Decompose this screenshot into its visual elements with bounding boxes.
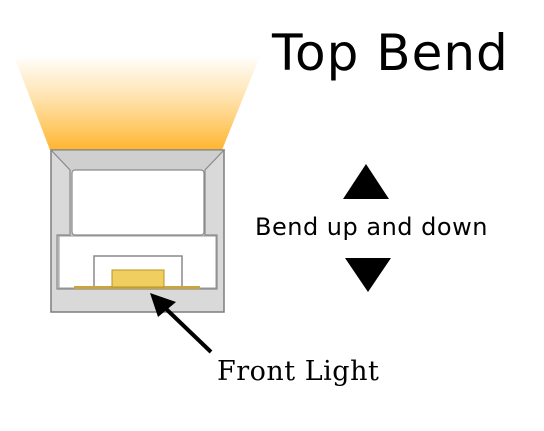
- diagram-title: Top Bend: [272, 24, 509, 82]
- neon-profile: [49, 149, 226, 313]
- arrow-pointer-icon: [150, 293, 213, 354]
- triangle-up-icon: [343, 164, 389, 199]
- led-holder: [93, 255, 183, 288]
- front-light-label: Front Light: [217, 356, 380, 387]
- diffuser-window: [71, 169, 205, 236]
- light-glow: [14, 56, 260, 150]
- led-chip: [111, 269, 165, 288]
- bend-direction-label: Bend up and down: [255, 213, 488, 241]
- triangle-down-icon: [345, 258, 391, 292]
